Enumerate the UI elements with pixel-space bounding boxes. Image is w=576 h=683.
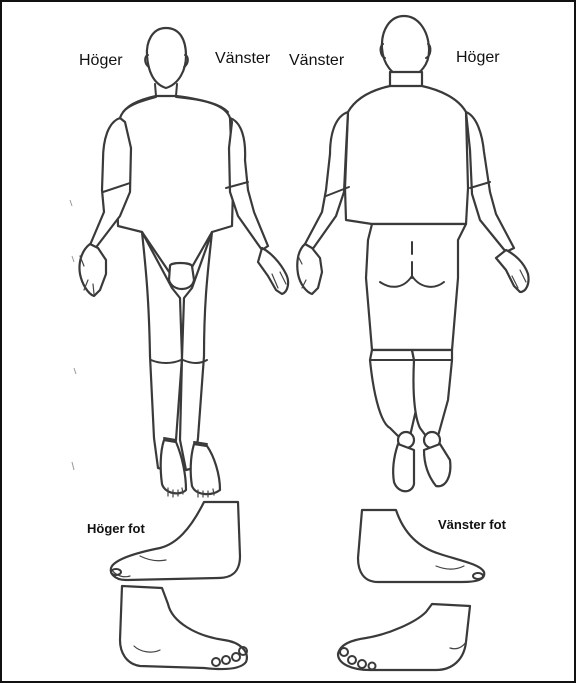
front-body-figure [79, 28, 288, 497]
back-right-leg [412, 350, 452, 436]
right-foot-top [120, 586, 247, 669]
right-foot-side [111, 502, 240, 580]
back-right-hand [496, 250, 529, 292]
left-foot-top [338, 604, 470, 670]
back-right-foot [424, 444, 450, 486]
front-torso [117, 96, 233, 288]
front-groin [169, 263, 194, 289]
back-left-leg [370, 350, 416, 436]
front-head [147, 28, 186, 88]
left-foot-side [358, 510, 484, 582]
back-left-hand [297, 244, 322, 294]
front-left-foot [191, 444, 220, 494]
back-left-foot [393, 444, 414, 491]
back-body-figure [297, 16, 528, 491]
back-left-arm [305, 112, 348, 250]
front-left-hand [258, 248, 288, 294]
back-head [382, 16, 429, 78]
back-torso [345, 86, 468, 224]
front-left-arm [229, 118, 268, 250]
back-hips [366, 224, 466, 350]
front-right-hand [79, 244, 106, 296]
